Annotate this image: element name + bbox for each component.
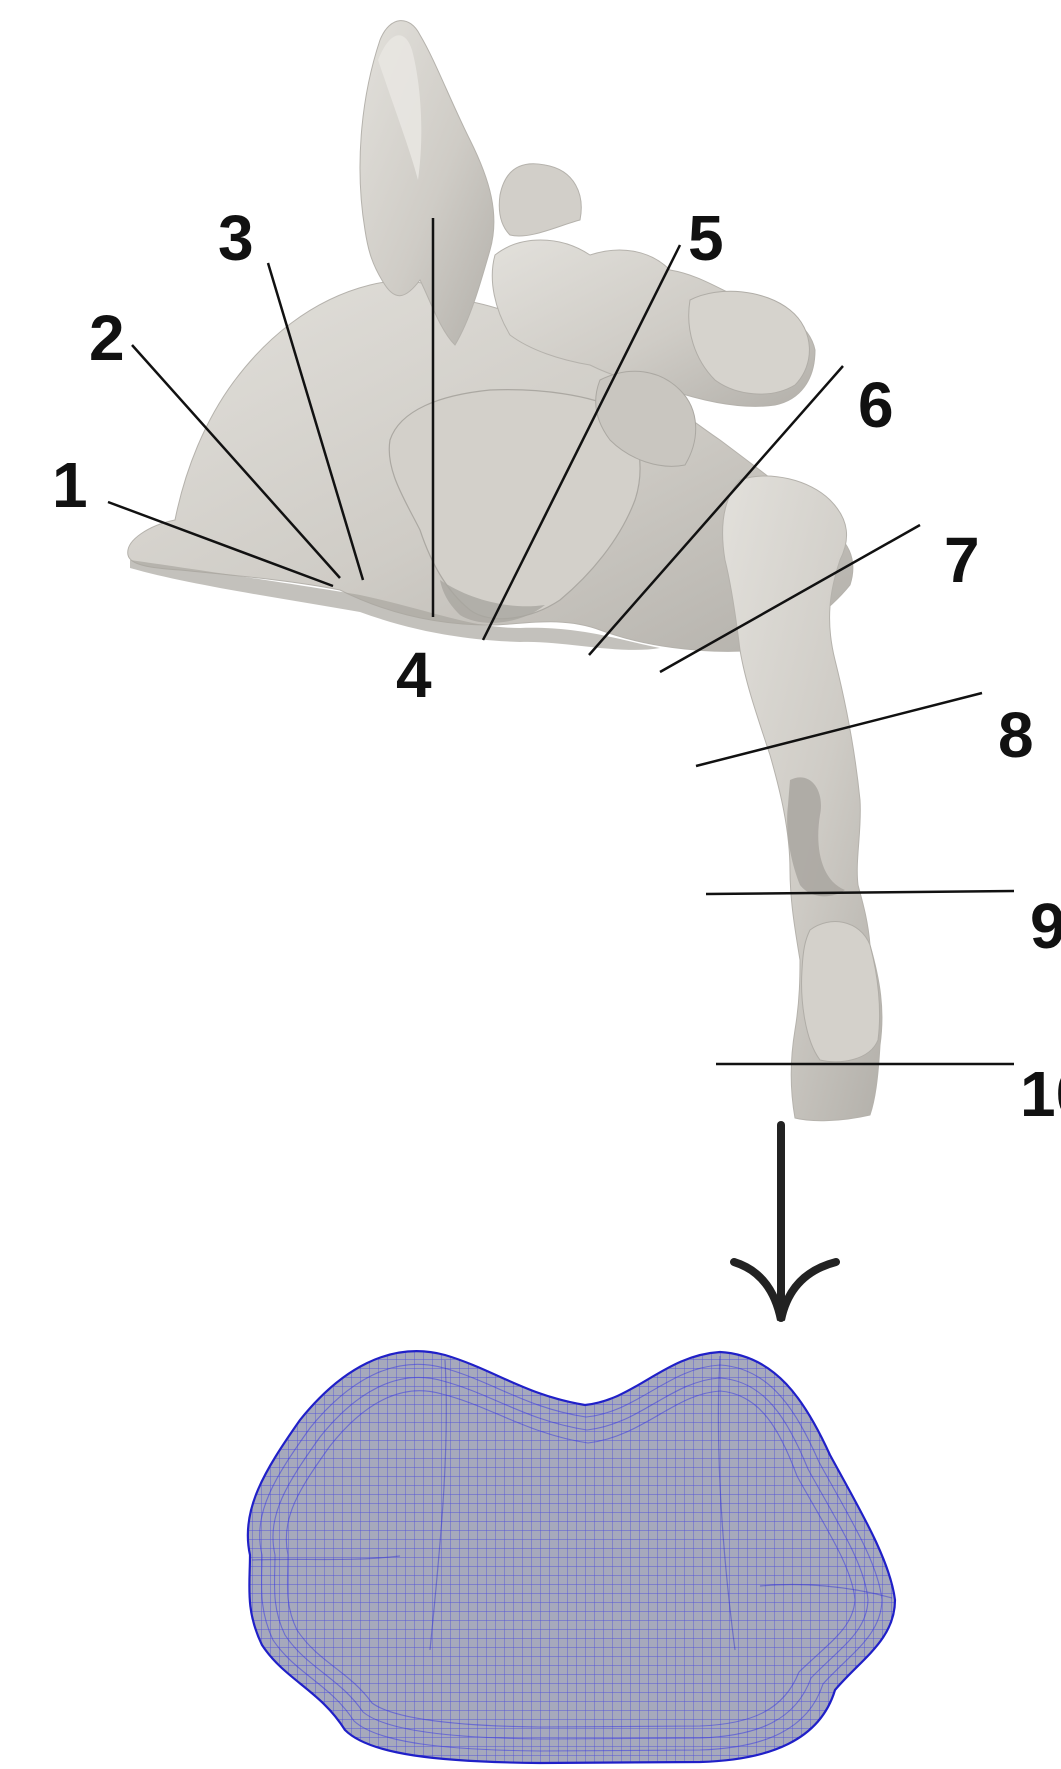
larynx-bulge <box>802 922 880 1062</box>
section-label-5: 5 <box>688 202 724 274</box>
section-label-7: 7 <box>944 524 980 596</box>
airway-model <box>128 21 882 1121</box>
section-label-2: 2 <box>89 302 125 374</box>
down-arrow <box>734 1125 836 1320</box>
section-label-6: 6 <box>858 369 894 441</box>
section-label-9: 9 <box>1030 890 1061 962</box>
section-label-1: 1 <box>52 449 88 521</box>
mesh-cross-section <box>248 1351 895 1763</box>
upper-flap <box>499 164 581 236</box>
section-label-8: 8 <box>998 699 1034 771</box>
section-label-3: 3 <box>218 202 254 274</box>
section-label-10: 10 <box>1020 1058 1061 1130</box>
section-label-4: 4 <box>396 639 432 711</box>
leader-line-9 <box>706 891 1014 894</box>
